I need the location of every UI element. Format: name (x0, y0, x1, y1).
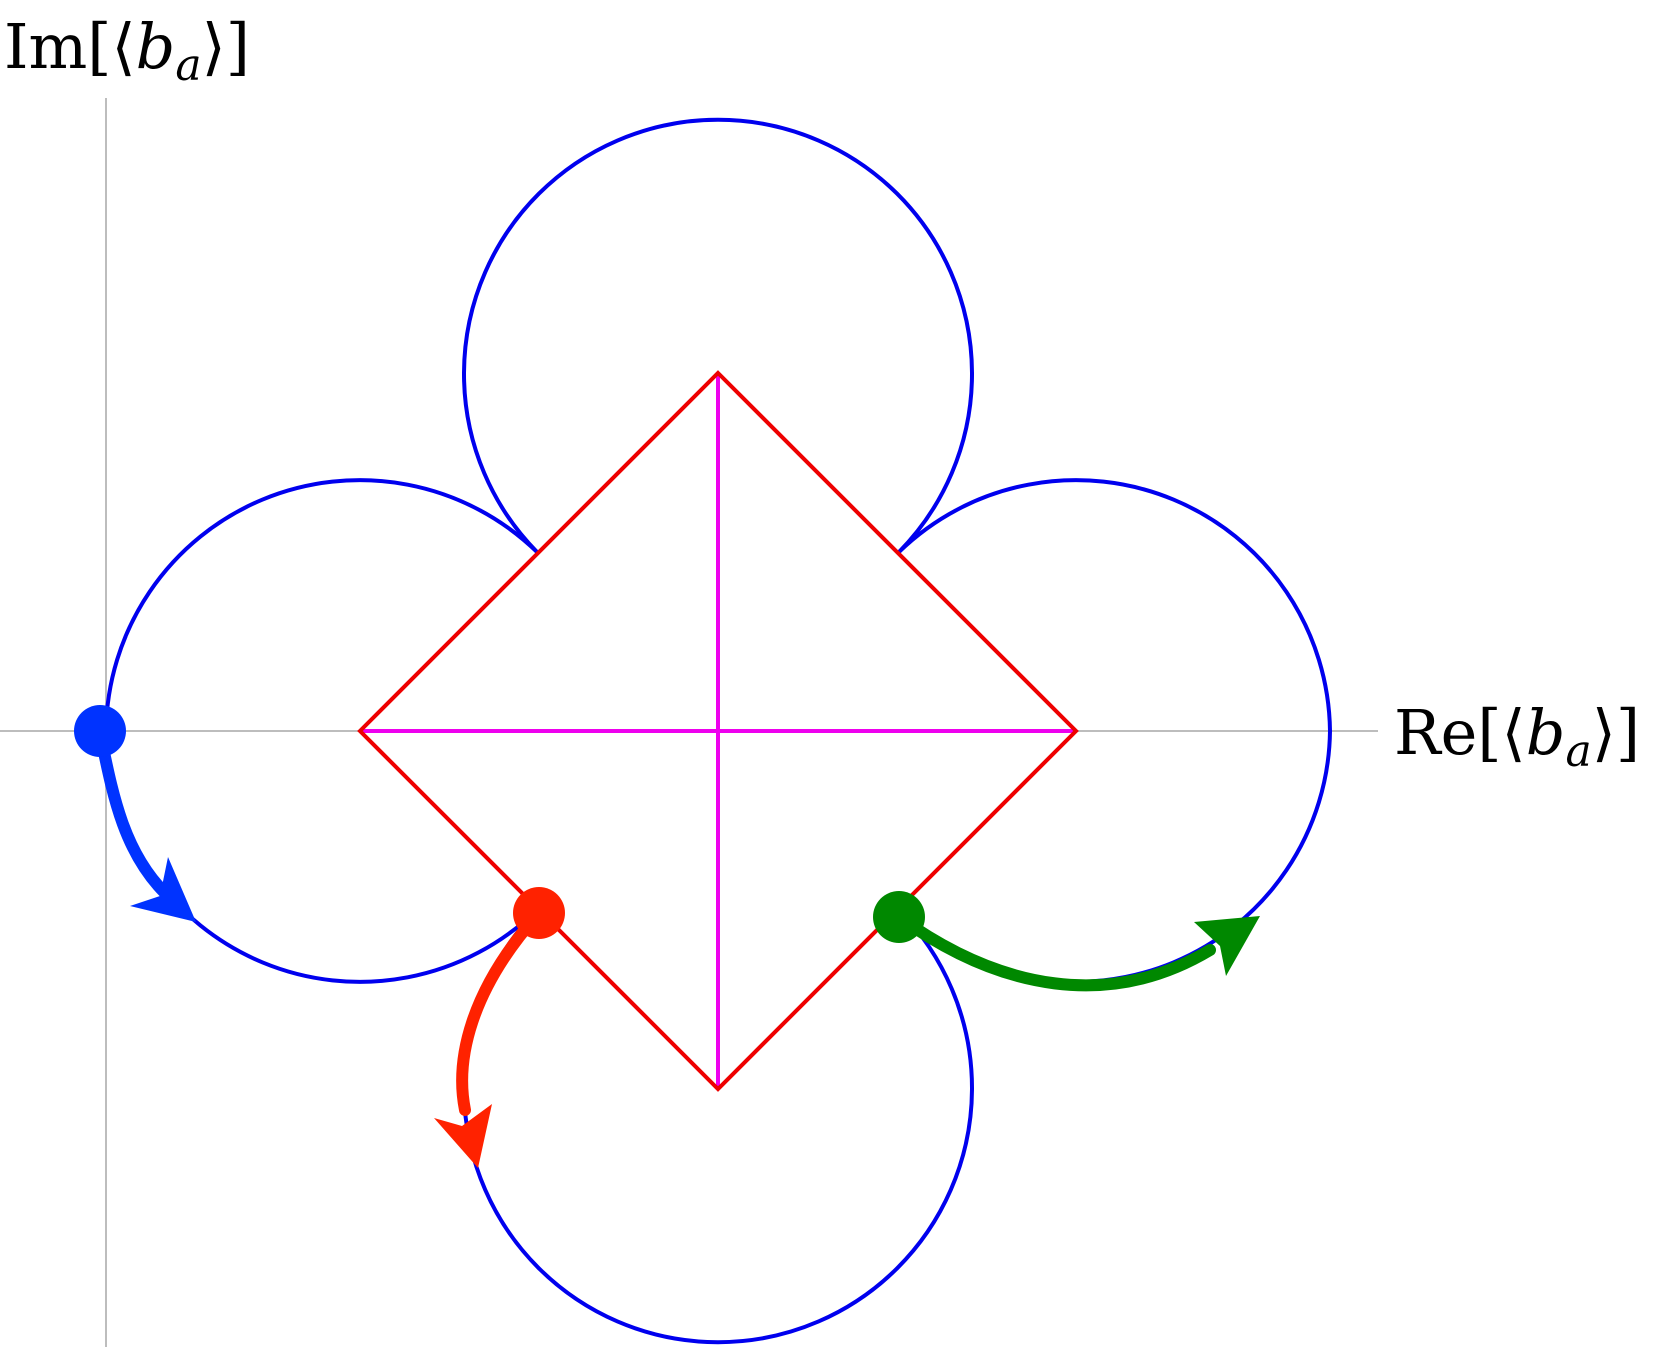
blue-trajectory-path (94, 727, 171, 899)
top-circle (462, 117, 974, 554)
blue-trajectory (74, 705, 196, 922)
x-axis-label-suffix: ⟩] (1592, 696, 1640, 769)
red-arrowhead (434, 1104, 492, 1168)
green-trajectory (873, 891, 1260, 992)
y-axis-label-suffix: ⟩] (202, 10, 250, 83)
y-axis-label-var: b (136, 10, 176, 83)
y-axis-label-sub: a (175, 40, 201, 91)
y-axis-label: Im[⟨ba⟩] (4, 10, 250, 91)
red-start-dot (513, 887, 565, 939)
cross-group (360, 373, 1076, 1089)
green-start-dot (873, 891, 925, 943)
red-diamond (357, 370, 1079, 1092)
x-axis-label: Re[⟨ba⟩] (1394, 696, 1640, 777)
y-axis-label-prefix: Im[⟨ (4, 10, 136, 83)
green-arrowhead (1194, 916, 1260, 976)
x-axis-label-var: b (1526, 696, 1566, 769)
blue-arrowhead (130, 857, 196, 922)
green-trajectory-path (893, 911, 1216, 992)
red-trajectory-path (456, 907, 545, 1116)
red-trajectory (434, 887, 565, 1168)
x-axis-label-prefix: Re[⟨ (1394, 696, 1526, 769)
blue-start-dot (74, 705, 126, 757)
x-axis-label-sub: a (1565, 726, 1591, 777)
